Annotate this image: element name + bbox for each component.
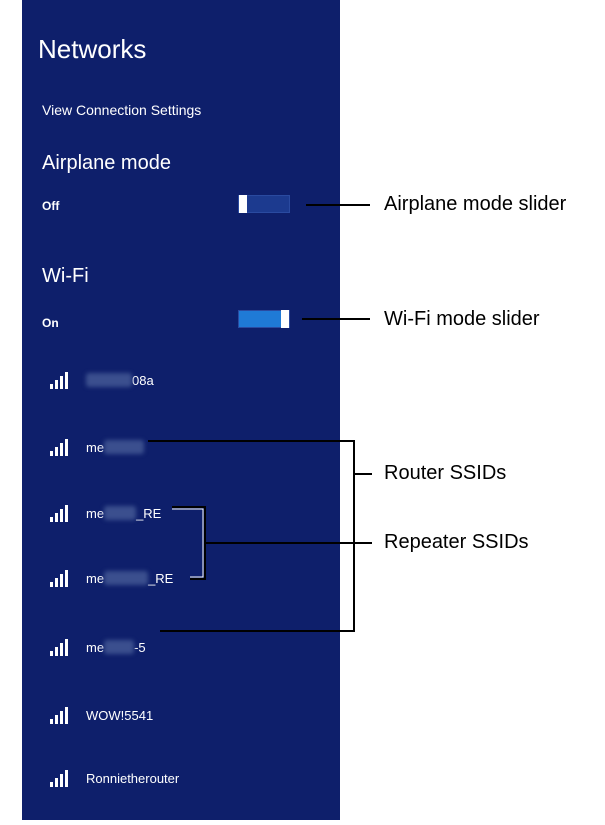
network-ssid-prefix: me (86, 570, 105, 586)
repeater-bracket-line (172, 506, 206, 580)
network-item[interactable]: WOW!5541 (50, 705, 153, 725)
toggle-fill (239, 311, 281, 327)
wifi-toggle[interactable] (238, 310, 290, 328)
wifi-signal-icon (50, 569, 72, 587)
router-ssids-callout: Router SSIDs (384, 462, 507, 484)
network-ssid-prefix: me (86, 639, 105, 655)
blurred-text (104, 571, 149, 585)
wifi-state: On (42, 316, 59, 330)
network-ssid-suffix: _RE (136, 505, 162, 521)
blurred-text (104, 640, 135, 654)
repeater-bracket-highlight (172, 508, 204, 578)
network-ssid-prefix: me (86, 505, 105, 521)
wifi-signal-icon (50, 371, 72, 389)
network-item[interactable]: 08a (50, 370, 154, 390)
network-item[interactable]: me _RE (50, 568, 173, 588)
network-item[interactable]: me -5 (50, 637, 146, 657)
network-ssid-prefix: me (86, 439, 105, 455)
network-item[interactable]: Ronnietherouter (50, 768, 179, 788)
wifi-heading: Wi-Fi (42, 265, 89, 287)
network-ssid-suffix: -5 (134, 639, 146, 655)
network-ssid: WOW!5541 (86, 707, 154, 723)
repeater-ssids-callout: Repeater SSIDs (384, 531, 529, 553)
wifi-signal-icon (50, 504, 72, 522)
network-item[interactable]: me (50, 437, 145, 457)
wifi-signal-icon (50, 706, 72, 724)
network-item[interactable]: me _RE (50, 503, 161, 523)
blurred-text (86, 373, 132, 387)
view-connection-settings-link[interactable]: View Connection Settings (42, 102, 202, 118)
toggle-thumb[interactable] (281, 310, 289, 328)
page-title: Networks (38, 34, 147, 64)
wifi-slider-callout: Wi-Fi mode slider (384, 308, 540, 330)
airplane-mode-toggle[interactable] (238, 195, 290, 213)
network-ssid-suffix: _RE (148, 570, 174, 586)
airplane-slider-callout: Airplane mode slider (384, 193, 567, 215)
blurred-text (104, 440, 145, 454)
airplane-mode-state: Off (42, 199, 60, 213)
router-bracket-line (148, 440, 355, 632)
blurred-text (104, 506, 137, 520)
airplane-mode-heading: Airplane mode (42, 152, 171, 174)
network-ssid: Ronnietherouter (86, 770, 180, 786)
networks-panel: Networks View Connection Settings Airpla… (22, 0, 340, 820)
toggle-thumb[interactable] (239, 195, 247, 213)
wifi-signal-icon (50, 638, 72, 656)
network-ssid-suffix: 08a (132, 372, 154, 388)
wifi-signal-icon (50, 769, 72, 787)
wifi-signal-icon (50, 438, 72, 456)
